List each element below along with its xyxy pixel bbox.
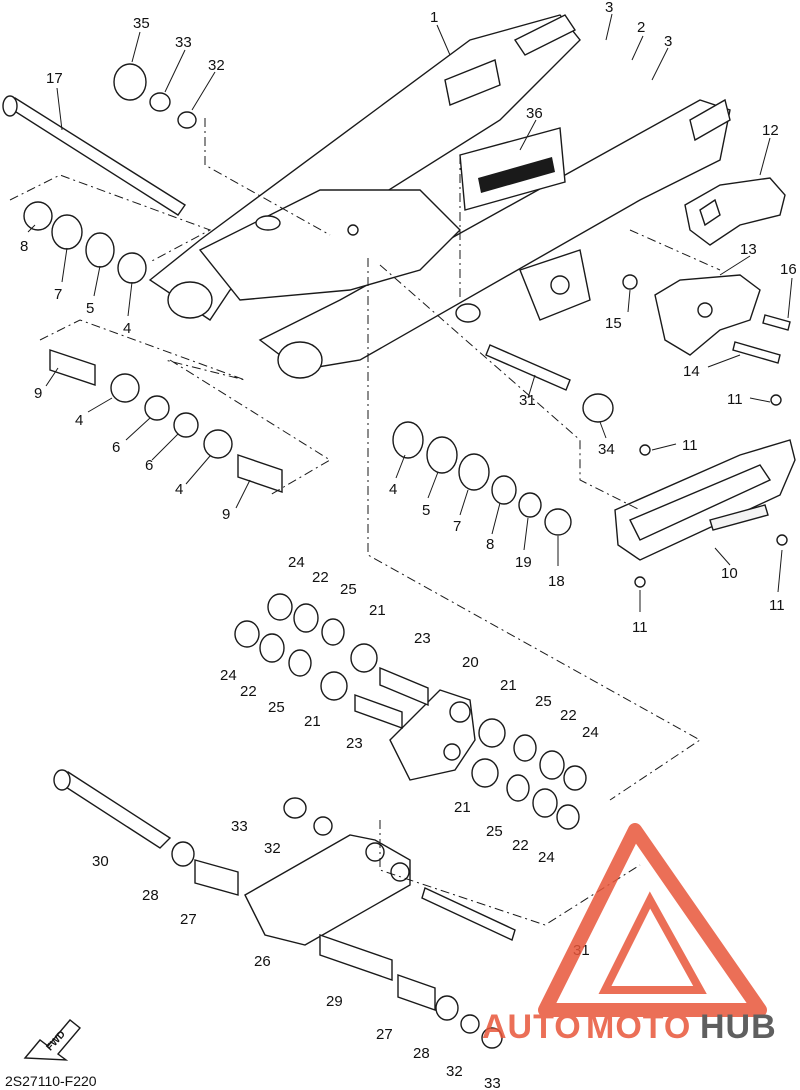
callout-label: 22 — [240, 683, 257, 700]
chain-guard — [684, 177, 786, 246]
callout-label: 12 — [762, 122, 779, 139]
sticker-label — [459, 127, 566, 211]
rear-axle-stack — [392, 421, 572, 536]
callout-label: 26 — [254, 953, 271, 970]
pivot-collar-stack — [49, 349, 283, 493]
screws-part-11 — [634, 394, 788, 588]
callout-label: 6 — [112, 439, 120, 456]
pivot-shaft — [2, 95, 186, 216]
callout-label: 7 — [453, 518, 461, 535]
callout-label: 22 — [560, 707, 577, 724]
swingarm — [148, 14, 731, 379]
watermark-word-auto: AUTO — [482, 1008, 582, 1046]
callout-label: 3 — [664, 33, 672, 50]
callout-label: 6 — [145, 457, 153, 474]
callout-label: 24 — [582, 724, 599, 741]
callout-label: 21 — [304, 713, 321, 730]
callout-label: 14 — [683, 363, 700, 380]
callout-label: 36 — [526, 105, 543, 122]
callout-label: 23 — [414, 630, 431, 647]
callout-label: 21 — [369, 602, 386, 619]
callout-label: 35 — [133, 15, 150, 32]
callout-label: 22 — [512, 837, 529, 854]
callout-label: 4 — [75, 412, 83, 429]
callout-label: 17 — [46, 70, 63, 87]
top-small-parts — [113, 63, 197, 129]
callout-label: 11 — [632, 619, 648, 636]
callout-label: 3 — [605, 0, 613, 16]
callout-label: 24 — [538, 849, 555, 866]
callout-label: 20 — [462, 654, 479, 671]
chain-guide-bracket — [654, 274, 761, 356]
callout-label: 25 — [535, 693, 552, 710]
callout-label: 7 — [54, 286, 62, 303]
bolts-upper-right — [622, 274, 791, 364]
callout-label: 16 — [780, 261, 797, 278]
watermark-word-moto: MOTO — [586, 1008, 691, 1046]
callout-label: 25 — [486, 823, 503, 840]
callout-label: 28 — [413, 1045, 430, 1062]
callout-label: 4 — [123, 320, 131, 337]
callout-label: 33 — [484, 1075, 501, 1090]
relay-arm — [389, 689, 476, 781]
callout-label: 4 — [389, 481, 397, 498]
callout-label: 19 — [515, 554, 532, 571]
callout-label: 10 — [721, 565, 738, 582]
callout-label: 5 — [422, 502, 430, 519]
drawing-code: 2S27110-F220 — [5, 1073, 97, 1089]
callout-label: 24 — [220, 667, 237, 684]
callout-label: 21 — [454, 799, 471, 816]
callout-label: 9 — [222, 506, 230, 523]
leader-lines — [27, 13, 793, 612]
callout-label: 5 — [86, 300, 94, 317]
callout-label: 11 — [727, 391, 743, 408]
callout-label: 28 — [142, 887, 159, 904]
callout-label: 11 — [682, 437, 698, 454]
callout-label: 25 — [340, 581, 357, 598]
linkage-bearings — [234, 593, 587, 830]
callout-label: 32 — [446, 1063, 463, 1080]
callout-label: 32 — [264, 840, 281, 857]
callout-label: 27 — [376, 1026, 393, 1043]
callout-label: 8 — [486, 536, 494, 553]
callout-label: 31 — [519, 392, 536, 409]
callout-label: 29 — [326, 993, 343, 1010]
fwd-arrow-icon: FWD — [23, 1019, 81, 1061]
callout-label: 22 — [312, 569, 329, 586]
callout-label: 33 — [175, 34, 192, 51]
callout-label: 34 — [598, 441, 615, 458]
callout-label: 9 — [34, 385, 42, 402]
callout-label: 15 — [605, 315, 622, 332]
chain-slider — [614, 439, 796, 561]
assembly-lines — [9, 118, 721, 926]
connecting-rod-assembly — [53, 769, 516, 1049]
callout-label: 13 — [740, 241, 757, 258]
bolt-31-and-34 — [485, 344, 614, 423]
callout-label: 23 — [346, 735, 363, 752]
callout-label: 33 — [231, 818, 248, 835]
callout-label: 18 — [548, 573, 565, 590]
callout-label: 27 — [180, 911, 197, 928]
watermark-word-hub: HUB — [700, 1008, 777, 1046]
callout-label: 1 — [430, 9, 438, 26]
callout-label: 8 — [20, 238, 28, 255]
callout-label: 32 — [208, 57, 225, 74]
callout-label: 21 — [500, 677, 517, 694]
watermark-logo: AUTO MOTO HUB — [482, 823, 777, 1046]
callout-label: 30 — [92, 853, 109, 870]
callout-label: 25 — [268, 699, 285, 716]
callout-label: 24 — [288, 554, 305, 571]
callout-label: 2 — [637, 19, 645, 36]
pivot-bearing-stack — [23, 201, 147, 284]
callout-label: 11 — [769, 597, 785, 614]
callout-label: 4 — [175, 481, 183, 498]
